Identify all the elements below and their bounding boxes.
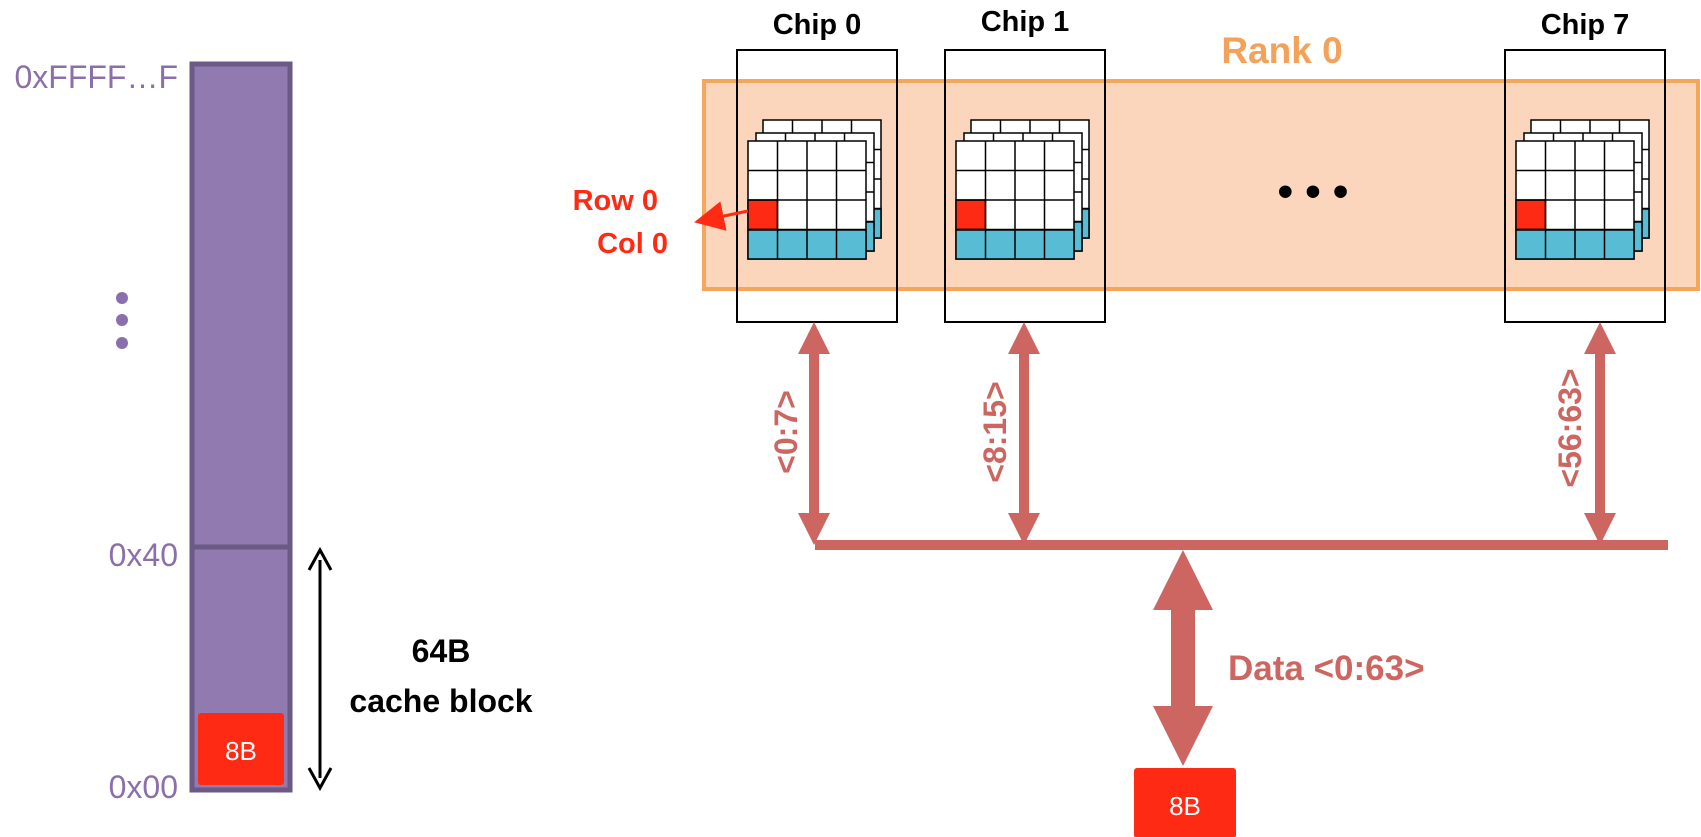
rank-label: Rank 0 (1221, 30, 1342, 71)
row-col-pointer-arrow (694, 201, 749, 231)
chip-0-row0-col0-cell (747, 199, 779, 231)
chip-7-row0-col0-cell (1515, 199, 1547, 231)
addr-mid-label: 0x40 (109, 537, 178, 573)
chip-0-bus-arrow (798, 322, 830, 545)
chip-7-bus-label: <56:63> (1552, 368, 1588, 487)
addr-top-label: 0xFFFF…F (14, 59, 178, 95)
byte-8b-memory-label: 8B (225, 736, 257, 766)
data-bus (798, 322, 1668, 766)
col-0-label: Col 0 (597, 228, 668, 260)
chip-1-row0-col0-cell (955, 199, 987, 231)
addr-bottom-label: 0x00 (109, 769, 178, 805)
block-size-line2: cache block (349, 683, 532, 719)
memory-column: 8B (189, 61, 293, 793)
chip-1-outline (944, 49, 1106, 323)
chip-1-bus-label: <8:15> (977, 381, 1013, 482)
row-0-label: Row 0 (573, 185, 658, 217)
byte-8b-output (1134, 768, 1236, 837)
byte-8b-memory (198, 713, 284, 785)
byte-8b-output-label: 8B (1169, 791, 1201, 821)
chip-0-label: Chip 0 (773, 9, 862, 41)
chip-0-outline (736, 49, 898, 323)
chip-1-label: Chip 1 (981, 6, 1070, 38)
chip-7-label: Chip 7 (1541, 9, 1630, 41)
chip-ellipsis: • • • (1278, 167, 1349, 216)
main-data-arrow (1153, 550, 1213, 766)
chip-0: Chip 0 (736, 9, 898, 323)
chip-1-bank-front (955, 140, 1075, 260)
data-bus-label: Data <0:63> (1228, 649, 1425, 688)
chip-7-bank-front (1515, 140, 1635, 260)
block-size-line1: 64B (412, 633, 471, 669)
chip-7-outline (1504, 49, 1666, 323)
chip-0-bus-label: <0:7> (768, 390, 804, 474)
chip-7-bus-arrow (1584, 322, 1616, 545)
chip-1: Chip 1 (944, 6, 1106, 323)
chip-0-bank-front (747, 140, 867, 260)
bus-horizontal-bar (815, 540, 1668, 550)
chip-7: Chip 7 (1504, 9, 1666, 323)
cache-block-size-arrow (307, 546, 333, 792)
chip-1-bus-arrow (1008, 322, 1040, 545)
vertical-ellipsis-icon (116, 292, 128, 349)
